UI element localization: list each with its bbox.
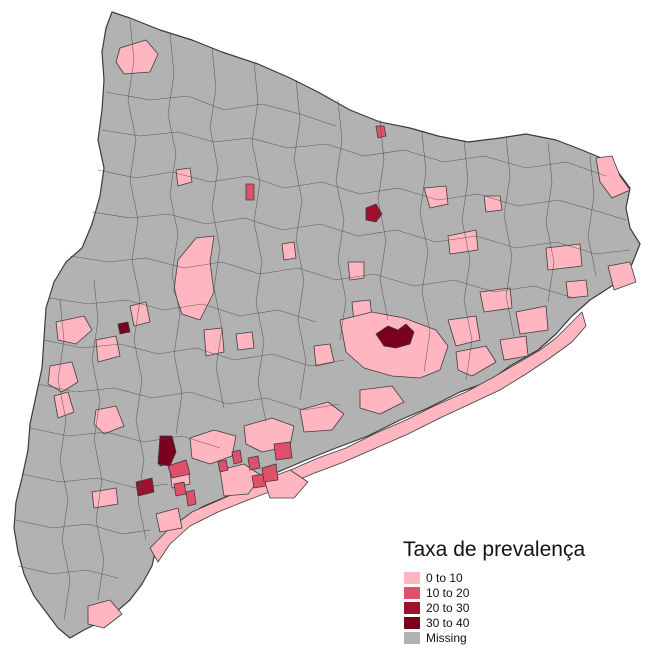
legend-swatch (404, 601, 420, 614)
municipality (189, 429, 237, 465)
legend-label: 20 to 30 (426, 600, 470, 615)
legend-label: Missing (426, 630, 467, 645)
municipality (375, 323, 415, 349)
municipality (55, 315, 93, 345)
municipality (595, 155, 631, 199)
legend-item: 10 to 20 (404, 585, 469, 600)
legend-swatch (404, 616, 420, 629)
legend-title: Taxa de prevalença (403, 538, 586, 561)
legend-label: 0 to 10 (426, 570, 463, 585)
municipality (93, 405, 125, 435)
municipality (447, 315, 481, 347)
municipality (185, 489, 197, 507)
legend-swatch (404, 571, 420, 584)
municipality (117, 321, 131, 335)
municipality (247, 455, 261, 471)
municipality (155, 507, 183, 533)
municipality (313, 343, 335, 367)
legend-swatch (404, 586, 420, 599)
legend-item: Missing (404, 630, 469, 645)
municipality (565, 279, 589, 299)
municipality (499, 335, 529, 361)
legend-label: 10 to 20 (426, 585, 470, 600)
municipality (365, 203, 383, 223)
municipality (203, 327, 225, 357)
municipality (299, 401, 345, 433)
legend-label: 30 to 40 (426, 615, 470, 630)
category-30-40-municipalities (117, 321, 415, 467)
municipality (235, 331, 255, 351)
municipality (115, 39, 159, 75)
municipality (53, 391, 75, 419)
municipal-boundaries (15, 19, 631, 621)
municipality (347, 261, 365, 281)
legend-swatch (404, 631, 420, 644)
municipality (217, 459, 229, 473)
municipality (87, 599, 123, 629)
municipality (281, 241, 297, 261)
municipality (273, 441, 293, 461)
municipality (359, 385, 405, 415)
municipality (157, 435, 177, 467)
municipality (545, 243, 583, 271)
municipality (261, 463, 279, 483)
legend-item: 0 to 10 (404, 570, 469, 585)
legend-item: 30 to 40 (404, 615, 469, 630)
municipality (515, 305, 549, 335)
municipality (245, 183, 255, 201)
municipality (91, 487, 119, 509)
municipality (447, 229, 479, 255)
municipality (479, 287, 513, 313)
municipality (423, 185, 449, 209)
municipality (251, 473, 267, 489)
municipality (175, 167, 193, 187)
municipality (173, 481, 187, 497)
municipality (607, 261, 637, 291)
municipality (129, 301, 151, 327)
legend-item: 20 to 30 (404, 600, 469, 615)
municipality (95, 335, 121, 363)
municipality (231, 449, 243, 465)
category-10-20-municipalities (167, 125, 387, 507)
municipality (167, 459, 191, 479)
municipality (47, 361, 79, 393)
municipality (455, 345, 497, 377)
